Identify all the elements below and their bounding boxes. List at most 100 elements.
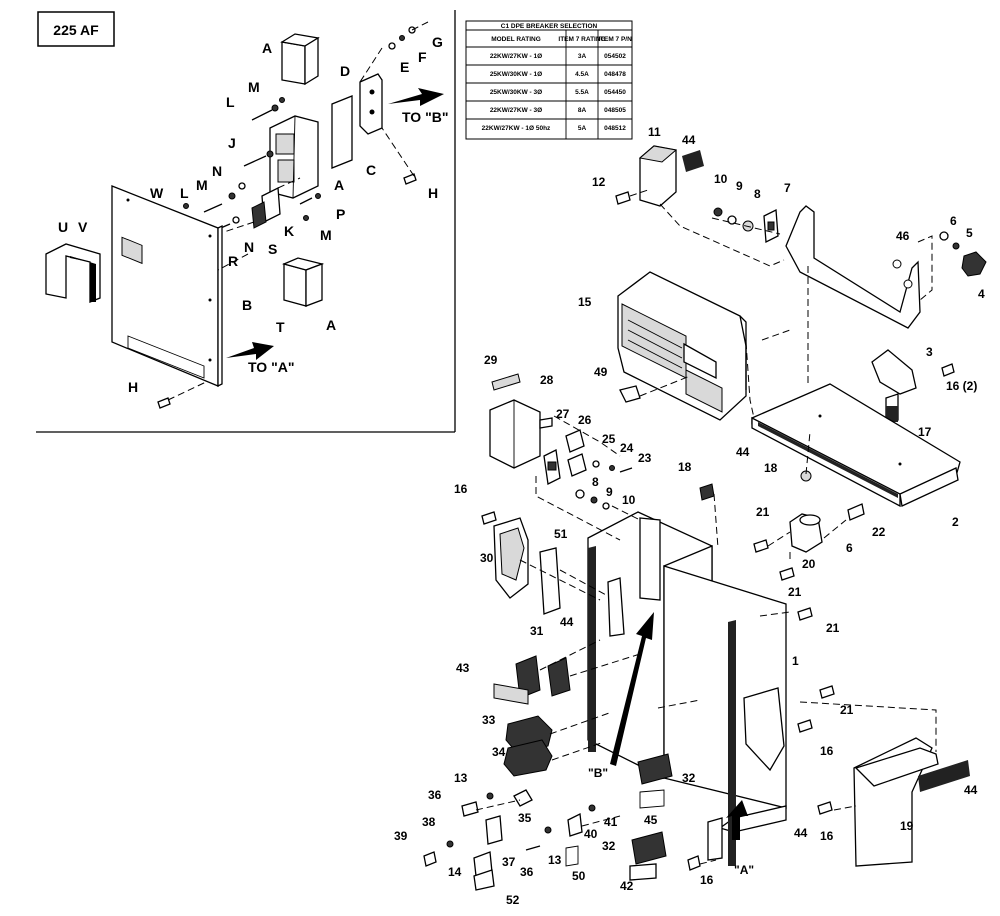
callout-label: 18 [678, 460, 692, 474]
callout-label: 13 [454, 771, 468, 785]
screws-mlj [243, 97, 285, 167]
screw-h-top [403, 173, 417, 185]
callout-label: 15 [578, 295, 592, 309]
callout-label: 12 [592, 175, 606, 189]
callout-label: 32 [682, 771, 696, 785]
part-3-bracket [785, 205, 921, 329]
label-l1: L [226, 94, 235, 110]
screws-nml [183, 182, 246, 213]
table-title: C1 DPE BREAKER SELECTION [501, 23, 598, 30]
callout-label: 9 [736, 179, 743, 193]
parts-30-51 [493, 517, 561, 615]
label-e: E [400, 59, 409, 75]
callout-label: 24 [620, 441, 634, 455]
callout-label: 1 [792, 654, 799, 668]
callout-label: 7 [784, 181, 791, 195]
small-hardware [423, 503, 865, 891]
table-cell-r2-c2: 054450 [604, 89, 626, 96]
table-cell-r0-c1: 3A [578, 53, 587, 60]
table-cell-r2-c0: 25KW/30KW - 3Ø [490, 89, 542, 96]
callout-label: 13 [548, 853, 562, 867]
callout-label: 17 [918, 425, 932, 439]
callout-label: 4 [978, 287, 985, 301]
callout-label: 34 [492, 745, 506, 759]
callout-label: 43 [456, 661, 470, 675]
label-m1: M [248, 79, 260, 95]
table-cell-r2-c1: 5.5A [575, 89, 589, 96]
callout-label: 44 [682, 133, 696, 147]
label-j: J [228, 135, 236, 151]
callout-label: 21 [756, 505, 770, 519]
callout-label: 31 [530, 624, 544, 638]
label-a2: A [334, 177, 344, 193]
callout-label: 35 [518, 811, 532, 825]
label-r: R [228, 253, 238, 269]
label-a3: A [326, 317, 336, 333]
label-u: U [58, 219, 68, 235]
callout-label: 16 [820, 829, 834, 843]
callout-label: 29 [484, 353, 498, 367]
callout-label: 27 [556, 407, 570, 421]
knob-parts [939, 231, 987, 277]
label-d: D [340, 63, 350, 79]
part-a-top [280, 33, 320, 86]
label-n1: N [212, 163, 222, 179]
label-m2: M [196, 177, 208, 193]
arrow-to-a [226, 342, 274, 360]
callout-label: 8 [592, 475, 599, 489]
callout-label: 6 [846, 541, 853, 555]
callout-label: 44 [560, 615, 574, 629]
label-to-a: TO "A" [248, 359, 294, 375]
part-29-bar [491, 373, 521, 391]
label-g: G [432, 34, 443, 50]
screws-gef [359, 21, 429, 83]
breaker-selection-table: C1 DPE BREAKER SELECTION MODEL RATING IT… [465, 20, 633, 140]
table-header-model: MODEL RATING [491, 36, 541, 43]
callout-label: 20 [802, 557, 816, 571]
part-d [359, 73, 383, 135]
part-43-label [493, 683, 529, 705]
terminal-parts-ks [215, 177, 321, 231]
callout-label: 52 [506, 893, 520, 907]
callout-label: 8 [754, 187, 761, 201]
label-h1: H [428, 185, 438, 201]
callout-label: 25 [602, 432, 616, 446]
callout-label: 16 [700, 873, 714, 887]
arrow-to-b [388, 88, 444, 106]
part-1-frame [587, 511, 787, 866]
callout-label: 6 [950, 214, 957, 228]
callout-label: 32 [602, 839, 616, 853]
callout-label: 11 [648, 125, 661, 139]
label-t: T [276, 319, 285, 335]
callout-label: 44 [964, 783, 978, 797]
part-32-terminal-upper [637, 753, 673, 785]
diagram-title-box [37, 11, 115, 47]
part-42-label [629, 863, 657, 881]
callout-label: 23 [638, 451, 652, 465]
inset-panel: 225 AF A A C D [36, 10, 456, 433]
callout-label: 16 [820, 744, 834, 758]
callout-label: 45 [644, 813, 658, 827]
table-header-pn: ITEM 7 P/N [598, 36, 632, 43]
callout-label: 41 [604, 815, 618, 829]
breaker-a [269, 115, 319, 199]
callout-label: 37 [502, 855, 516, 869]
breaker-mount-parts [713, 207, 779, 244]
callout-label: 36 [428, 788, 442, 802]
callout-label: 38 [422, 815, 436, 829]
callout-label: 22 [872, 525, 886, 539]
callout-label: 42 [620, 879, 634, 893]
part-c [331, 95, 353, 169]
table-cell-r0-c2: 054502 [604, 53, 626, 60]
label-m3: M [320, 227, 332, 243]
part-18-nut [699, 483, 715, 501]
callout-label: "B" [588, 766, 608, 780]
label-b: B [242, 297, 252, 313]
callout-label: 9 [606, 485, 613, 499]
label-s: S [268, 241, 277, 257]
brackets-uv [45, 243, 101, 303]
label-w: W [150, 185, 164, 201]
table-cell-r4-c0: 22KW/27KW - 1Ø 50hz [482, 125, 551, 132]
callout-label: 49 [594, 365, 608, 379]
